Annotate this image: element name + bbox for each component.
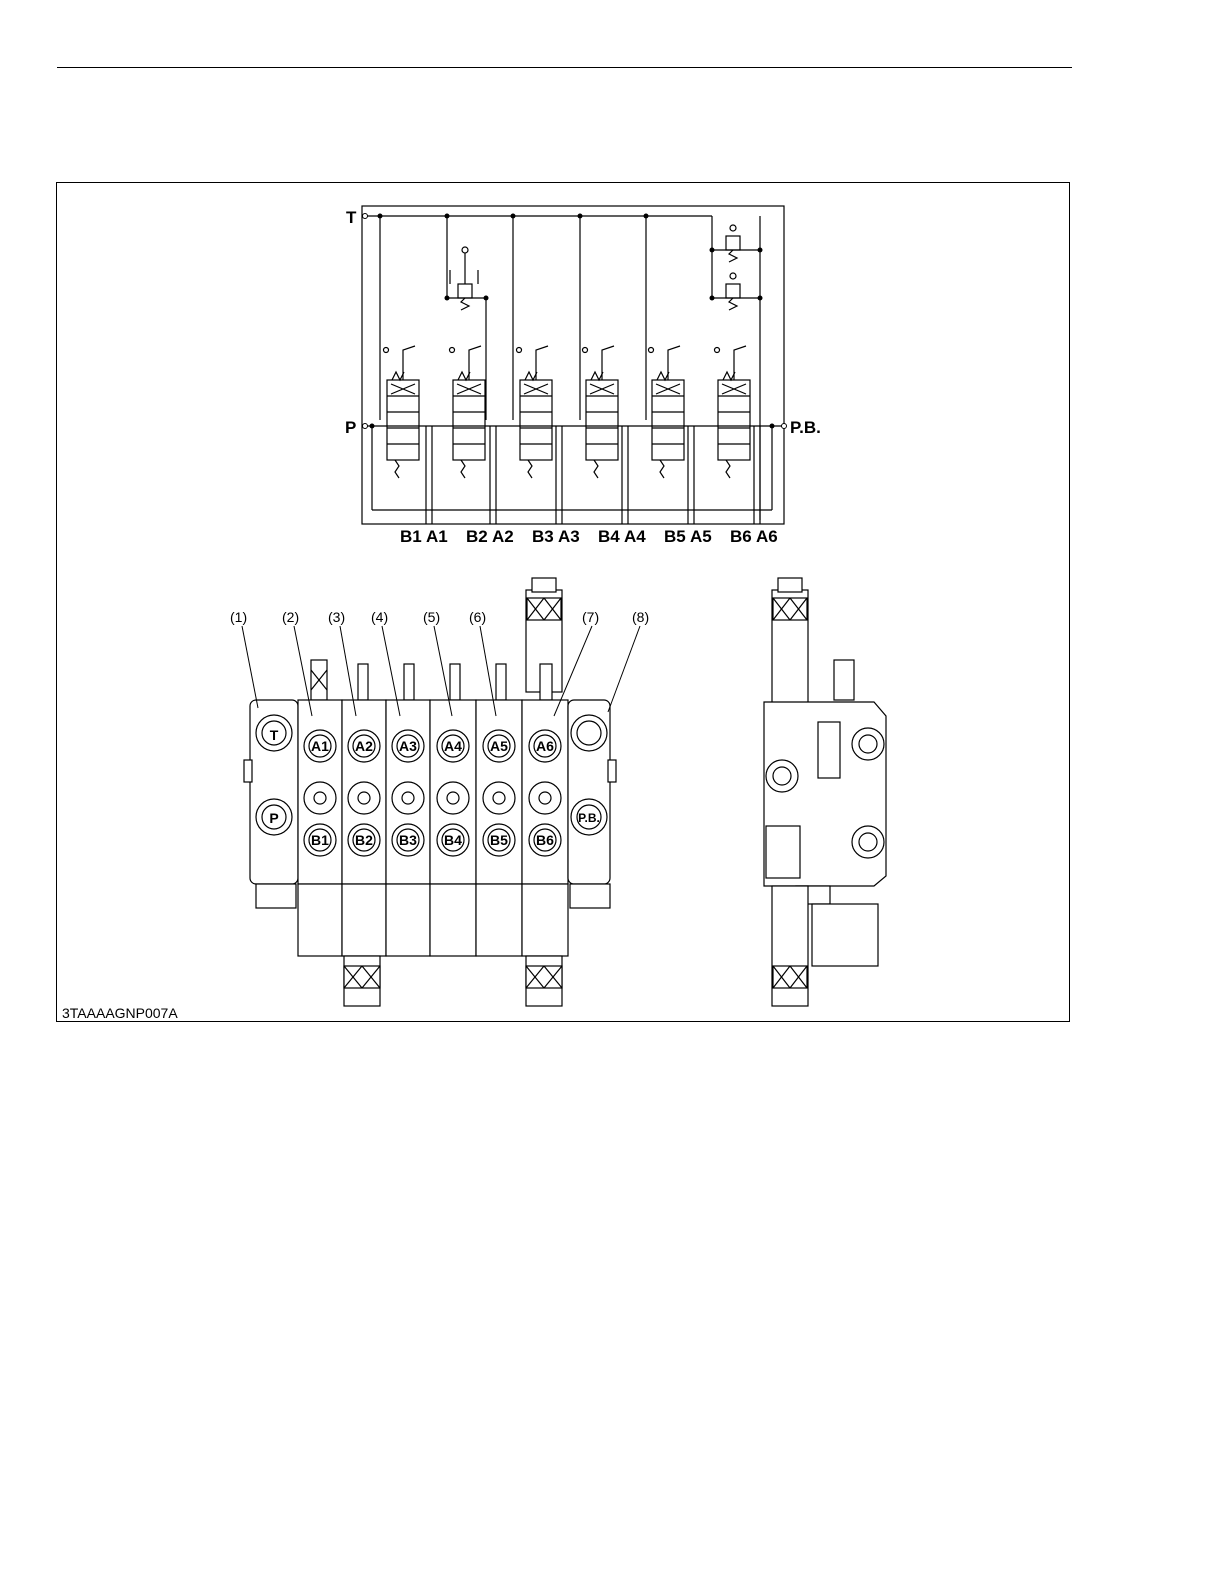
lower-port-B5: B5 [490, 832, 508, 848]
upper-port-A3: A3 [399, 738, 417, 754]
power-beyond-label: P.B. [790, 418, 821, 437]
port-label-B2: B2 [466, 527, 488, 546]
callout-labels: (1) (2) (3) (4) (5) (6) (7) (8) [230, 609, 649, 625]
lower-port-B6: B6 [536, 832, 554, 848]
upper-port-A5: A5 [490, 738, 508, 754]
port-label-A5: A5 [690, 527, 712, 546]
schematic-frame [362, 206, 784, 524]
upper-port-A6: A6 [536, 738, 554, 754]
spool-valve-4 [583, 346, 619, 478]
lower-port-B2: B2 [355, 832, 373, 848]
callout-5: (5) [423, 609, 440, 625]
side-view [764, 578, 886, 1006]
port-label-A1: A1 [426, 527, 448, 546]
lower-port-B4: B4 [444, 832, 462, 848]
spool-valve-5 [649, 346, 685, 478]
front-view [244, 578, 616, 1006]
callout-4: (4) [371, 609, 388, 625]
lower-port-B3: B3 [399, 832, 417, 848]
callout-7: (7) [582, 609, 599, 625]
work-port-labels: B1 A1 B2 A2 B3 A3 B4 A4 B5 A5 B6 A6 [400, 527, 778, 546]
upper-port-A2: A2 [355, 738, 373, 754]
outlet-port-label: P.B. [578, 811, 600, 825]
relief-valve-6a [726, 225, 740, 262]
inlet-tank-port-label: T [270, 727, 279, 743]
port-label-A4: A4 [624, 527, 646, 546]
callout-6: (6) [469, 609, 486, 625]
callout-8: (8) [632, 609, 649, 625]
upper-port-A1: A1 [311, 738, 329, 754]
inlet-pump-port-label: P [269, 810, 278, 826]
port-label-A6: A6 [756, 527, 778, 546]
relief-valve-2 [450, 247, 478, 310]
port-label-A3: A3 [558, 527, 580, 546]
spool-valve-3 [517, 346, 553, 478]
callout-1: (1) [230, 609, 247, 625]
callout-3: (3) [328, 609, 345, 625]
port-label-B4: B4 [598, 527, 620, 546]
spool-valve-2 [450, 346, 486, 478]
port-label-B1: B1 [400, 527, 422, 546]
lower-port-B1: B1 [311, 832, 329, 848]
spool-valve-1 [384, 346, 420, 478]
spool-valve-6 [715, 346, 751, 478]
callout-2: (2) [282, 609, 299, 625]
pump-label: P [345, 418, 356, 437]
relief-valve-6b [726, 273, 740, 310]
upper-port-A4: A4 [444, 738, 462, 754]
tank-label: T [346, 208, 357, 227]
schematic [362, 206, 784, 524]
figure-code: 3TAAAAGNP007A [62, 1005, 178, 1021]
junction-dots [370, 214, 775, 429]
port-label-A2: A2 [492, 527, 514, 546]
port-label-B5: B5 [664, 527, 686, 546]
port-label-B6: B6 [730, 527, 752, 546]
port-label-B3: B3 [532, 527, 554, 546]
